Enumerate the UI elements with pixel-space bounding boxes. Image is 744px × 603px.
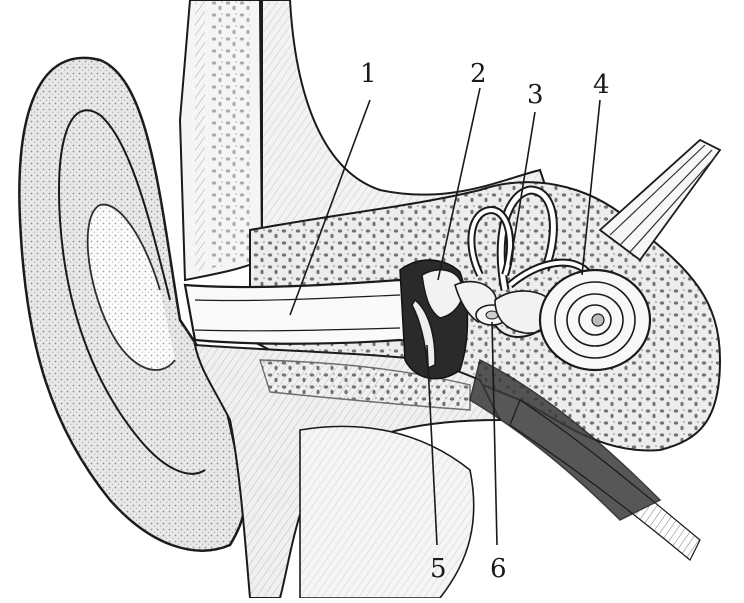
lower-tissue [195,345,500,598]
ear-canal [185,280,430,345]
label-1: 1 [360,59,377,89]
auditory-nerve [600,140,720,260]
label-6: 6 [490,554,507,584]
label-4: 4 [593,70,610,100]
label-3: 3 [527,80,544,110]
label-5: 5 [430,554,447,584]
label-2: 2 [470,59,487,89]
